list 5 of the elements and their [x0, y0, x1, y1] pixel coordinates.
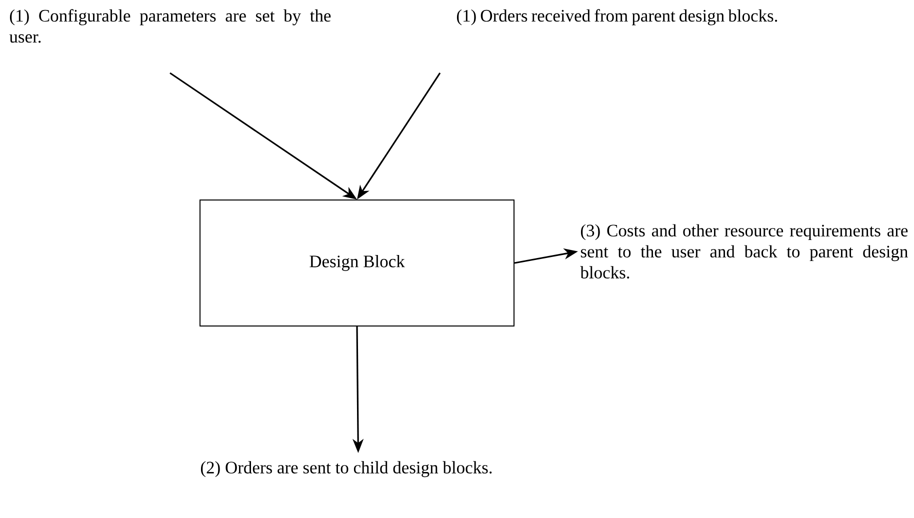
annotation-text: (1) Orders received from parent design blocks. — [456, 9, 778, 26]
annotation-text: (1) Configurable parameters are set by the user. — [9, 9, 331, 43]
annotation-text: (2) Orders are sent to child design blocks. — [200, 461, 492, 478]
annotation-text: (3) Costs and other resource requirements are sent to the user and back to parent design blocks. — [580, 224, 908, 279]
process-box: Design Block — [200, 199, 514, 326]
